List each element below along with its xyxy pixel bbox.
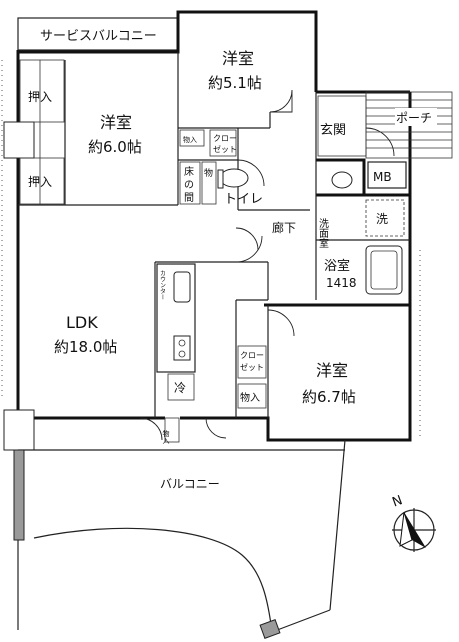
door-swing-entrance: [365, 127, 395, 157]
ldk-name: LDK: [66, 313, 98, 332]
balcony-outline: [17, 439, 346, 633]
western-room-3-area: 約6.7帖: [302, 388, 356, 406]
balcony-end-post: [259, 619, 281, 639]
bathtub-icon: [365, 245, 403, 295]
tokonoma-label-c: 間: [184, 192, 194, 204]
mb-outline: [367, 161, 407, 189]
door-swing-balcony: [139, 417, 163, 441]
closet-5-outline: [209, 129, 237, 157]
toilet-tank-icon: [217, 169, 224, 189]
washroom-label: 洗面室: [317, 218, 329, 248]
closet-5-label-a: クロー: [213, 134, 237, 143]
door-swing-room-3: [267, 309, 295, 337]
toilet-bowl-icon: [219, 168, 249, 188]
kitchen-counter-label: カウンター: [159, 270, 166, 300]
closet-storage-outline: [237, 383, 267, 409]
closet-5-tiny-outline: [179, 129, 205, 147]
closet-left-top-outline: [19, 59, 65, 123]
corridor-label: 廊下: [272, 220, 296, 235]
bathroom-name: 浴室: [324, 258, 350, 274]
closet-clo-outline: [237, 345, 267, 379]
door-swing-room-1: [269, 89, 293, 113]
bathroom-size: 1418: [326, 276, 357, 290]
compass-label: N: [390, 493, 404, 510]
western-room-1-name: 洋室: [222, 49, 254, 68]
tokonoma-label-b: の: [184, 180, 194, 191]
burner-icon: [178, 339, 186, 347]
western-room-3-name: 洋室: [316, 361, 348, 380]
closet-small-outline: [164, 417, 180, 443]
closet-5-tiny-label: 物入: [183, 135, 197, 144]
door-swing-ldk: [235, 235, 263, 263]
closet-left-bottom-outline: [19, 157, 65, 205]
hall-small-storage-label: 物: [204, 167, 213, 179]
closet-clo-label-a: クロー: [240, 351, 264, 360]
kitchen-counter-outline: [156, 263, 196, 373]
burner-icon-2: [178, 350, 186, 358]
hall-small-storage-outline: [201, 161, 217, 205]
door-swing-balcony-2: [205, 417, 227, 439]
balcony-railing-left: [13, 449, 25, 541]
wall-column-left-bottom: [3, 409, 35, 451]
kitchen-sink-icon: [173, 271, 191, 303]
stove-icon: [173, 335, 191, 361]
bathtub-inner-icon: [370, 250, 398, 290]
service-balcony-label: サービスバルコニー: [40, 29, 157, 44]
entrance-label: 玄関: [320, 123, 346, 138]
door-swing-toilet: [237, 159, 265, 187]
sink-icon: [331, 171, 353, 189]
closet-clo-label-b: ゼット: [240, 362, 264, 372]
toilet-label: トイレ: [224, 192, 263, 207]
closet-5-label-b: ゼット: [213, 144, 237, 154]
tokonoma-label-a: 床: [184, 165, 194, 178]
refrigerator-label: 冷: [174, 381, 186, 395]
interior-walls: [18, 52, 410, 418]
porch-label-bg: [395, 108, 437, 126]
closet-small-label: 物入: [162, 429, 170, 444]
porch-label: ポーチ: [396, 111, 432, 125]
refrigerator-outline: [167, 373, 195, 401]
western-room-1-area: 約5.1帖: [208, 74, 262, 92]
balcony-label: バルコニー: [160, 477, 220, 491]
western-room-2-name: 洋室: [100, 113, 132, 132]
closet-storage-label: 物入: [240, 391, 260, 404]
mb-label: MB: [373, 170, 392, 184]
washer-box: [365, 199, 405, 237]
tokonoma-outline: [179, 161, 201, 205]
washer-label: 洗: [376, 212, 388, 226]
ldk-area: 約18.0帖: [54, 338, 117, 356]
wall-column-left: [3, 121, 35, 159]
door-swing-corridor: [235, 227, 259, 251]
compass-icon: [392, 508, 436, 552]
western-room-2-area: 約6.0帖: [88, 138, 142, 156]
